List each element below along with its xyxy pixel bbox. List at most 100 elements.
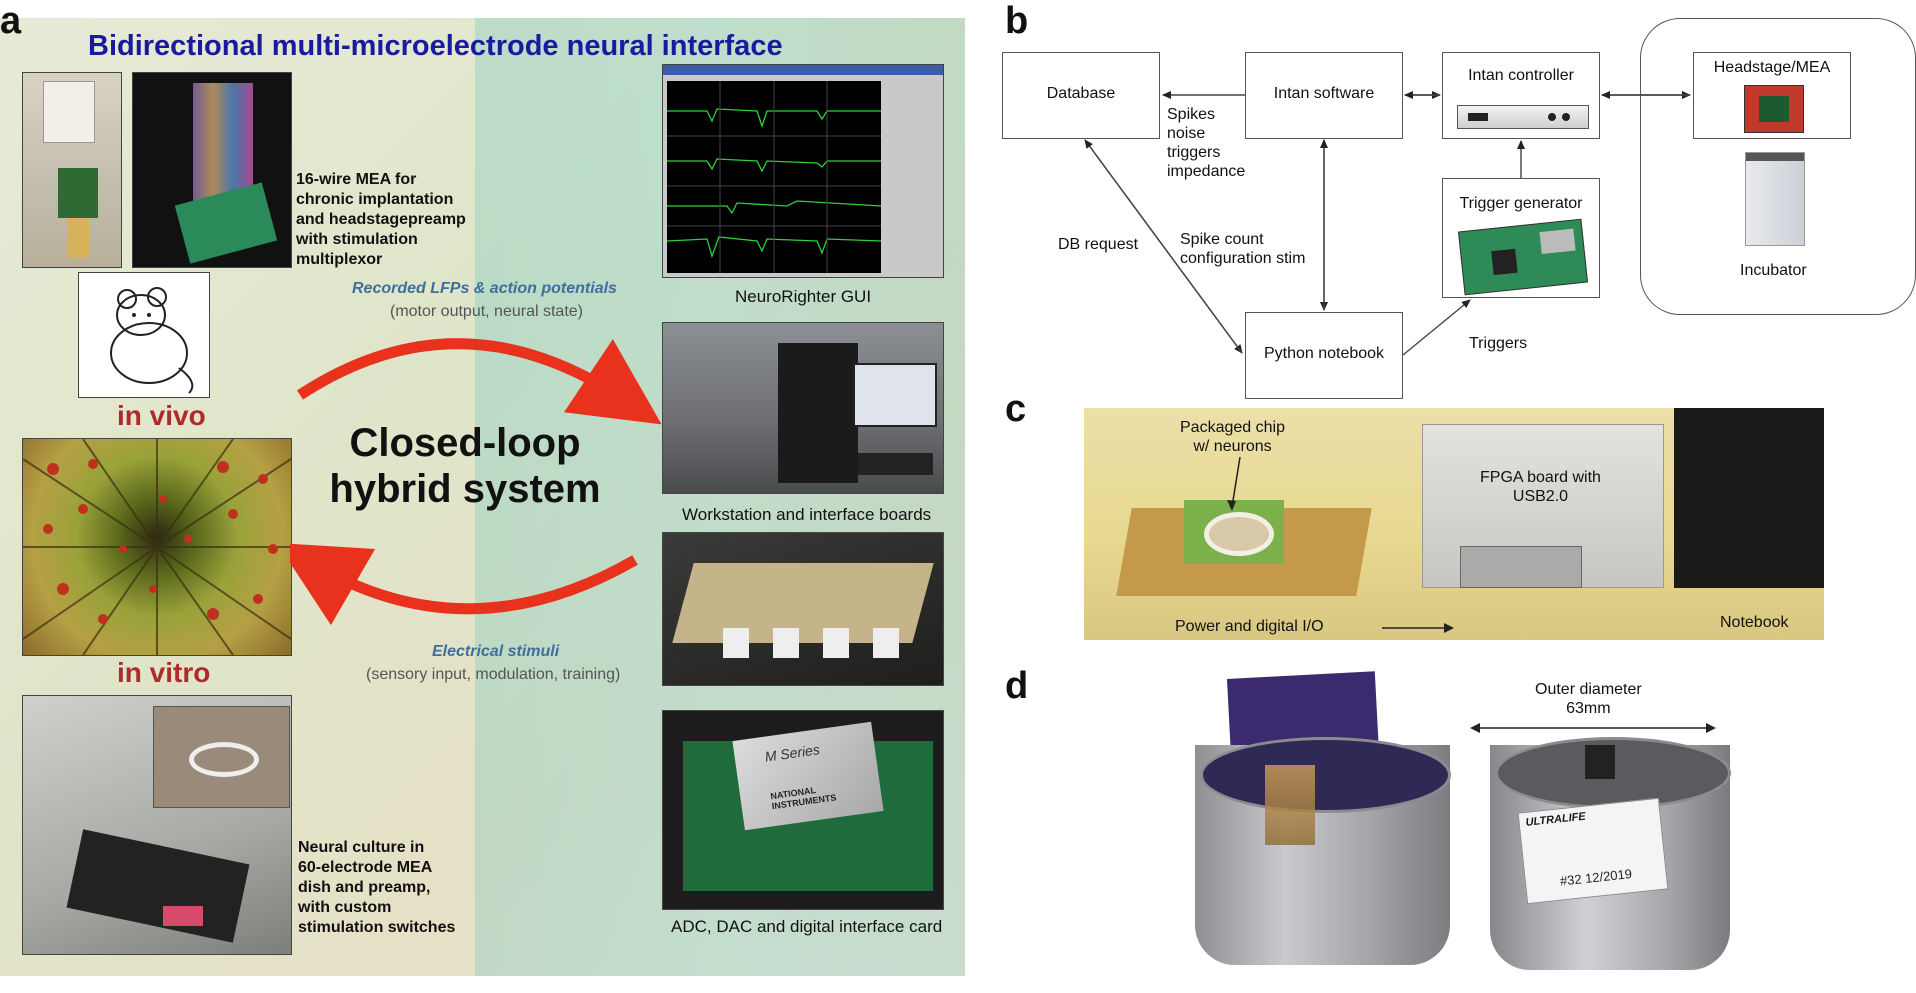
culture-caption-line: dish and preamp, xyxy=(298,879,431,896)
panel-b-letter: b xyxy=(1005,0,1029,42)
db-request-label: DB request xyxy=(1058,236,1139,253)
trigger-generator-label: Trigger generator xyxy=(1459,195,1583,212)
power-io-label: Power and digital I/O xyxy=(1175,618,1324,635)
packaged-chip-label: Packaged chip w/ neurons xyxy=(1180,418,1285,456)
neuron-chip-ring xyxy=(1204,512,1274,556)
bnc-connector xyxy=(723,628,749,658)
panel-b-connectors xyxy=(1084,91,1691,356)
incubator-top xyxy=(1746,153,1804,161)
controller-knob xyxy=(1548,113,1556,121)
notebook-keyboard xyxy=(1674,408,1824,588)
culture-dish-photo xyxy=(22,695,292,955)
daq-shield: M Series NATIONAL INSTRUMENTS xyxy=(732,721,884,831)
gui-plot-area xyxy=(666,81,882,273)
python-notebook-label: Python notebook xyxy=(1263,345,1385,362)
battery-brand: ULTRALIFE xyxy=(1525,810,1587,829)
fpga-label-line: USB2.0 xyxy=(1512,488,1569,505)
loop-arrows xyxy=(290,338,662,626)
spikes-label-line: Spikes xyxy=(1167,106,1216,123)
python-notebook-box: Python notebook xyxy=(1245,312,1403,399)
pc-tower xyxy=(778,343,858,483)
preamp-board xyxy=(66,829,250,943)
battery-connector xyxy=(1585,745,1615,779)
top-arrow-title: Recorded LFPs & action potentials xyxy=(352,280,617,297)
mea-caption-line: and headstagepreamp xyxy=(296,211,466,228)
outer-diameter-label-line: 63mm xyxy=(1566,700,1611,717)
bnc-connector xyxy=(873,628,899,658)
in-vivo-label: in vivo xyxy=(117,400,206,431)
mea-caption: 16-wire MEA for chronic implantation and… xyxy=(296,170,466,270)
electrode-array xyxy=(22,438,292,656)
rat-drawing xyxy=(78,272,210,398)
packaged-chip-label-line: Packaged chip xyxy=(1180,419,1285,436)
outer-diameter-label-line: Outer diameter xyxy=(1535,681,1642,698)
gui-titlebar xyxy=(663,65,943,75)
panel-a-title: Bidirectional multi-microelectrode neura… xyxy=(88,30,783,62)
left-canister-wires xyxy=(1265,765,1315,845)
mea-wires xyxy=(67,218,89,258)
gui-caption: NeuroRighter GUI xyxy=(735,287,872,306)
headstage-board xyxy=(174,182,278,264)
panel-a-letter: a xyxy=(0,0,22,42)
in-vitro-label: in vitro xyxy=(117,657,211,688)
daq-brand: M Series xyxy=(763,741,821,765)
headstage-chip-core xyxy=(1759,96,1789,122)
spike-count-label: Spike count configuration stim xyxy=(1180,230,1305,268)
incubator-label: Incubator xyxy=(1740,262,1807,279)
workstation-caption: Workstation and interface boards xyxy=(682,505,932,524)
right-canister: ULTRALIFE #32 12/2019 xyxy=(1490,737,1731,970)
controller-device xyxy=(1457,105,1589,129)
headstage-box: Headstage/MEA xyxy=(1693,52,1851,139)
switch-board xyxy=(163,906,203,926)
panel-c-letter: c xyxy=(1005,388,1027,430)
spikes-label-line: noise xyxy=(1167,125,1206,142)
headstage-cables xyxy=(193,83,253,203)
diameter-arrow xyxy=(1470,723,1716,733)
database-label: Database xyxy=(1046,85,1116,102)
closed-loop-line: Closed-loop xyxy=(349,421,581,465)
headstage-photo xyxy=(132,72,292,268)
bnc-connector xyxy=(773,628,799,658)
controller-knob xyxy=(1562,113,1570,121)
closed-loop-line: hybrid system xyxy=(329,467,601,511)
spikes-label-line: impedance xyxy=(1167,163,1246,180)
dish-ring xyxy=(189,742,259,777)
culture-caption-line: stimulation switches xyxy=(298,919,456,936)
daq-vendor: NATIONAL INSTRUMENTS xyxy=(769,785,837,812)
mea-caption-line: chronic implantation xyxy=(296,191,454,208)
dish-inset-photo xyxy=(153,706,290,808)
rat-icon xyxy=(110,287,194,394)
card-caption: ADC, DAC and digital interface card xyxy=(671,917,943,936)
interface-boards-photo xyxy=(662,532,944,686)
headstage-chip xyxy=(1744,85,1804,133)
bottom-arrow-title: Electrical stimuli xyxy=(432,643,560,660)
triggers-label: Triggers xyxy=(1469,335,1528,352)
database-box: Database xyxy=(1002,52,1160,139)
setup-photo xyxy=(1084,408,1824,640)
mea-electrode-photo xyxy=(22,72,122,268)
neurorighter-gui-image xyxy=(662,64,944,278)
panel-d-letter: d xyxy=(1005,665,1029,707)
intan-software-label: Intan software xyxy=(1273,85,1375,102)
battery-label: ULTRALIFE #32 12/2019 xyxy=(1517,797,1669,905)
intan-software-box: Intan software xyxy=(1245,52,1403,139)
culture-caption-line: Neural culture in xyxy=(298,839,425,856)
mea-board xyxy=(58,168,98,218)
mea-caption-line: multiplexor xyxy=(296,251,383,268)
mea-caption-line: 16-wire MEA for xyxy=(296,171,417,188)
intan-controller-box: Intan controller xyxy=(1442,52,1600,139)
top-arrow-subtitle: (motor output, neural state) xyxy=(390,303,583,320)
spike-traces xyxy=(666,81,882,273)
spike-count-label-line: Spike count xyxy=(1180,231,1264,248)
chip-pointer-arrow xyxy=(1227,456,1241,511)
ribbon-connector xyxy=(1460,546,1582,588)
headstage-label: Headstage/MEA xyxy=(1713,59,1831,76)
left-canister xyxy=(1195,737,1451,965)
packaged-chip-label-line: w/ neurons xyxy=(1193,438,1272,455)
fpga-label-line: FPGA board with xyxy=(1480,469,1601,486)
battery-date: #32 12/2019 xyxy=(1559,866,1633,889)
database-python-arrow-b xyxy=(1084,139,1243,354)
incubator-icon xyxy=(1745,152,1805,246)
intan-controller-label: Intan controller xyxy=(1468,67,1574,84)
bnc-connector xyxy=(823,628,849,658)
